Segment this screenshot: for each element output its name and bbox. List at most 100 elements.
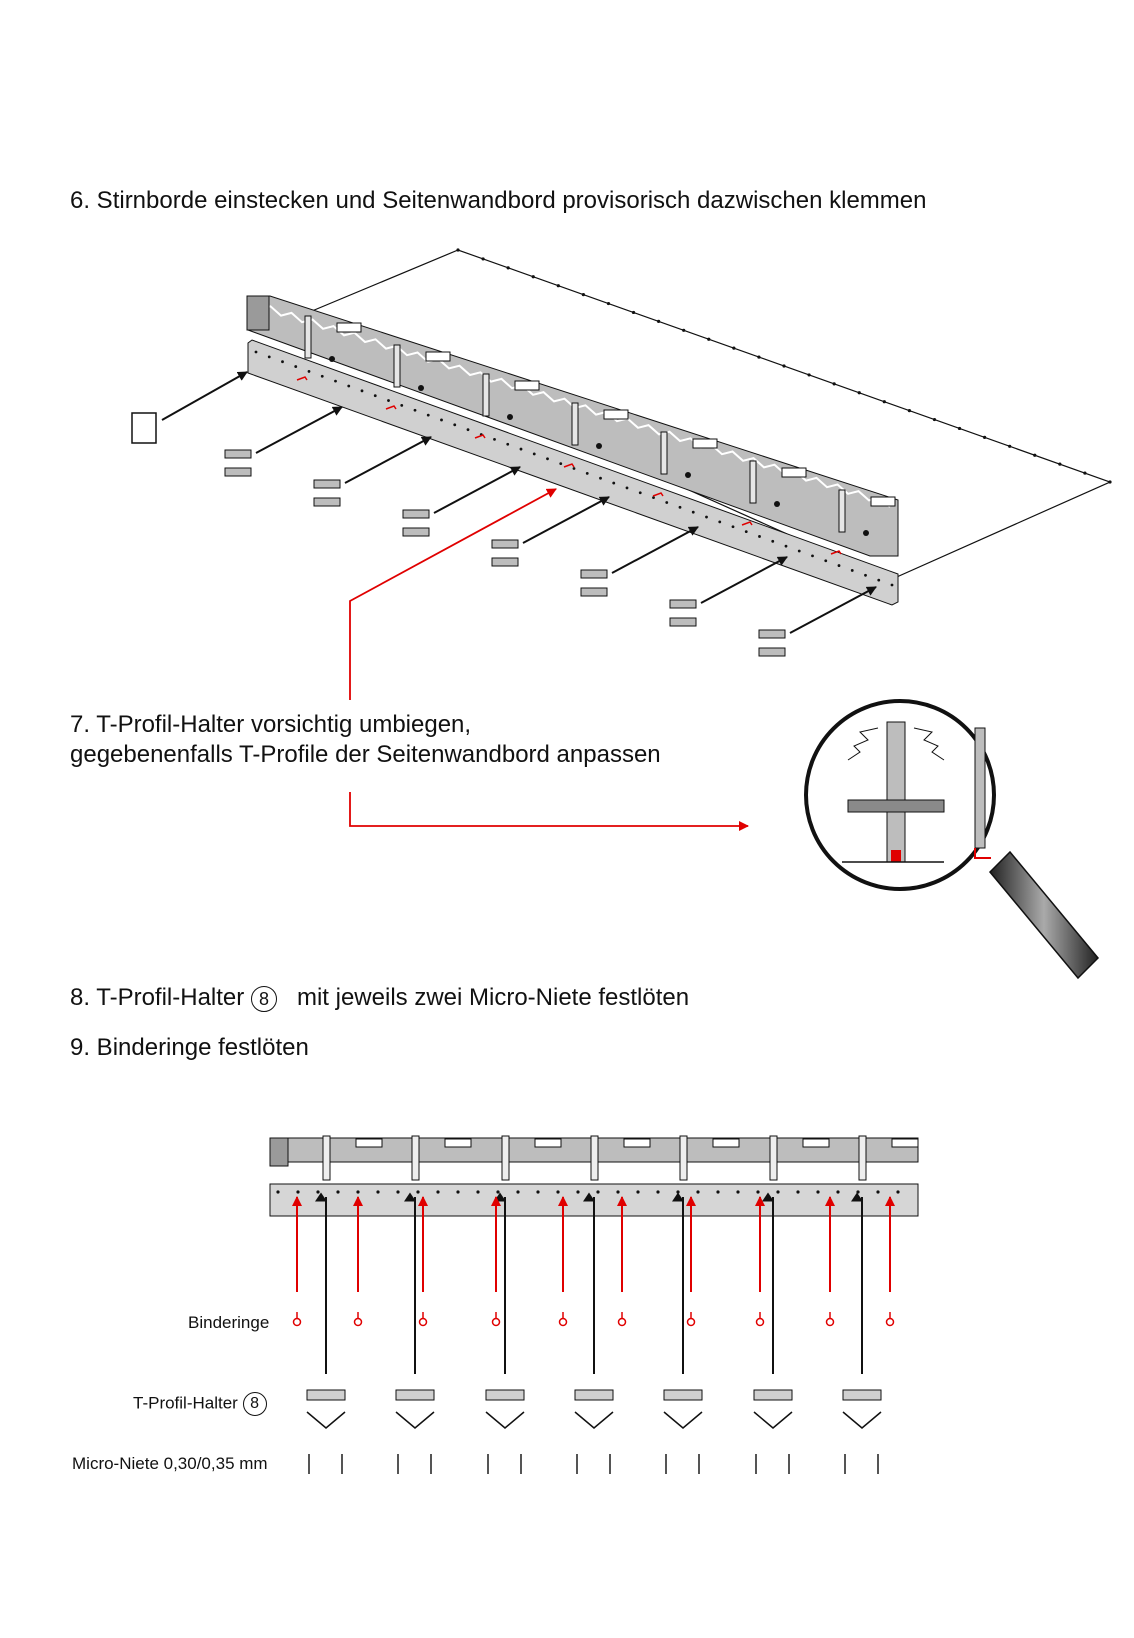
step-6-text: 6. Stirnborde einstecken und Seitenwandb… <box>70 187 927 214</box>
holder-v <box>663 1411 703 1429</box>
bracket-plate <box>514 380 540 391</box>
arrow-holder <box>611 526 699 574</box>
holder-clip <box>306 1389 346 1401</box>
side-wall-assembly <box>246 248 1112 606</box>
edge-rivet <box>983 435 987 439</box>
rail-hole <box>599 476 602 480</box>
row-rail-hole <box>296 1190 300 1194</box>
holder-part <box>580 587 608 597</box>
detail-side-view <box>974 727 986 849</box>
edge-rivet <box>1083 471 1087 475</box>
step-7-line1: 7. T-Profil-Halter vorsichtig umbiegen, <box>70 711 472 738</box>
arrow-holder <box>433 466 521 514</box>
edge-rivet <box>606 301 611 306</box>
edge-rivet <box>456 248 460 252</box>
rail-hole <box>532 452 536 456</box>
holder-v <box>842 1411 882 1429</box>
end-board-part <box>131 412 157 444</box>
row-rail-hole <box>676 1190 680 1194</box>
rail-hole <box>254 350 258 354</box>
holder-part <box>491 539 519 549</box>
arrow-holder <box>522 496 610 544</box>
edge-rivet <box>807 373 811 377</box>
rail-hole <box>890 583 894 587</box>
ring-mark <box>830 550 842 555</box>
holder-part <box>402 527 430 537</box>
binder-ring <box>617 1317 627 1327</box>
rail-hole <box>426 413 430 417</box>
rivet-dot <box>329 356 335 362</box>
t-profile <box>393 344 401 388</box>
rail-hole <box>334 379 337 383</box>
rail-hole <box>691 510 695 514</box>
ring-mark <box>563 463 575 468</box>
magnifier-handle <box>988 850 1100 980</box>
rail-hole <box>387 399 390 402</box>
row-rail-hole <box>796 1190 800 1194</box>
row-plate <box>712 1138 740 1148</box>
row-rail-hole <box>696 1190 700 1194</box>
edge-rivet <box>857 391 861 395</box>
part-number-8: 8 <box>250 985 277 1012</box>
arrow-holder <box>700 556 788 604</box>
holder-part <box>758 647 786 657</box>
row-rail-hole <box>636 1190 640 1194</box>
t-profile <box>749 460 757 504</box>
rail-hole <box>307 370 311 373</box>
ring-mark <box>741 521 753 526</box>
rail-hole <box>837 564 841 567</box>
edge-rivet <box>581 293 585 297</box>
row-t-profile <box>501 1135 510 1181</box>
detail-strap <box>847 799 945 813</box>
row-rail-hole <box>596 1190 600 1194</box>
holder-clip <box>395 1389 435 1401</box>
rail-hole <box>585 471 589 475</box>
holder-part <box>758 629 786 639</box>
rivet-dot <box>863 530 869 536</box>
rail-hole <box>440 418 443 422</box>
row-plate <box>623 1138 651 1148</box>
holder-clip <box>485 1389 525 1401</box>
bracket-plate <box>692 438 718 449</box>
bracket-plate <box>336 322 362 333</box>
callout-to-detail <box>349 792 749 831</box>
row-rail-hole <box>336 1190 340 1194</box>
rail-hole <box>731 525 735 529</box>
rail-hole <box>850 569 854 572</box>
row-rail-hole <box>416 1190 420 1194</box>
holder-part <box>224 467 252 477</box>
bottom-rail <box>247 339 899 606</box>
rail-hole <box>652 496 655 500</box>
callout-to-profile <box>349 488 557 700</box>
edge-rivet <box>882 400 886 404</box>
binder-ring <box>686 1317 696 1327</box>
rail-hole <box>267 355 271 359</box>
rail-hole <box>360 389 364 393</box>
rail-hole <box>413 408 417 412</box>
row-rail-hole <box>716 1190 720 1194</box>
row-rail-hole <box>476 1190 480 1194</box>
t-profile <box>660 431 668 475</box>
binder-ring <box>353 1317 363 1327</box>
holder-v <box>485 1411 525 1429</box>
bracket-plate <box>603 409 629 420</box>
row-plate <box>444 1138 472 1148</box>
rail-hole <box>506 442 510 446</box>
holder-part <box>669 617 697 627</box>
ring-mark <box>385 405 397 410</box>
row-rail-hole <box>756 1190 760 1194</box>
rail-hole <box>705 515 708 519</box>
step-8-prefix: 8. T-Profil-Halter <box>70 984 245 1011</box>
edge-rivet <box>1008 444 1012 448</box>
row-rail-hole <box>436 1190 440 1194</box>
edge-rivet <box>907 409 911 413</box>
detail-red-tip <box>891 850 901 862</box>
edge-rivet <box>1033 453 1037 457</box>
row-rail-hole <box>316 1190 320 1194</box>
rail-hole <box>797 549 801 553</box>
holder-v <box>574 1411 614 1429</box>
edge-rivet <box>932 417 937 422</box>
row-rail-hole <box>856 1190 860 1194</box>
holder-part <box>224 449 252 459</box>
